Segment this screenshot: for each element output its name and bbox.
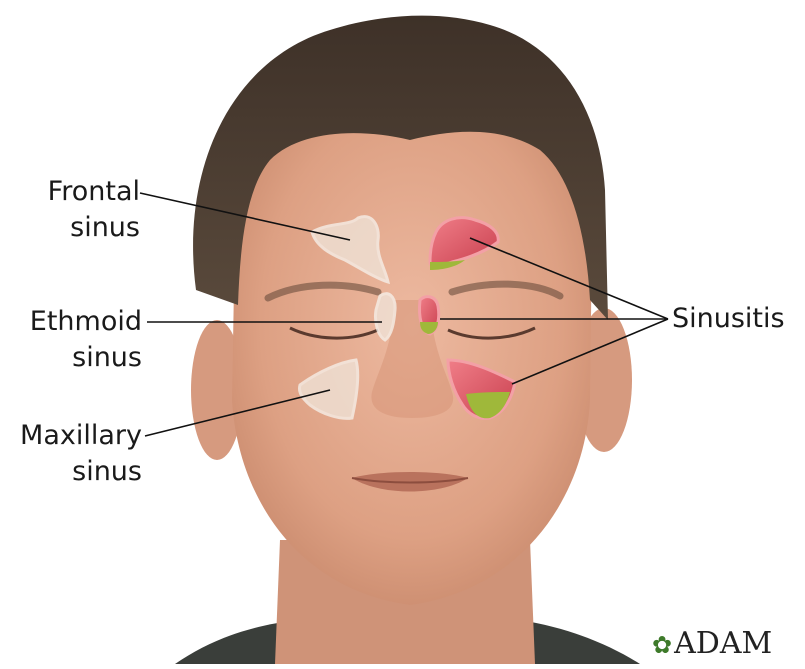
maxillary-label-line2: sinus: [0, 454, 142, 490]
ethmoid-label-line1: Ethmoid: [2, 304, 142, 340]
ethmoid-sinus-label: Ethmoid sinus: [2, 304, 142, 376]
ethmoid-label-line2: sinus: [2, 340, 142, 376]
maxillary-label-line1: Maxillary: [0, 418, 142, 454]
maxillary-sinus-label: Maxillary sinus: [0, 418, 142, 490]
frontal-label-line2: sinus: [20, 210, 140, 246]
adam-logo: ✿ADAM: [652, 626, 772, 661]
frontal-label-line1: Frontal: [20, 174, 140, 210]
logo-text: ADAM: [674, 626, 772, 661]
sinusitis-label: Sinusitis: [672, 301, 785, 337]
frontal-sinus-label: Frontal sinus: [20, 174, 140, 246]
leaf-icon: ✿: [652, 631, 672, 659]
